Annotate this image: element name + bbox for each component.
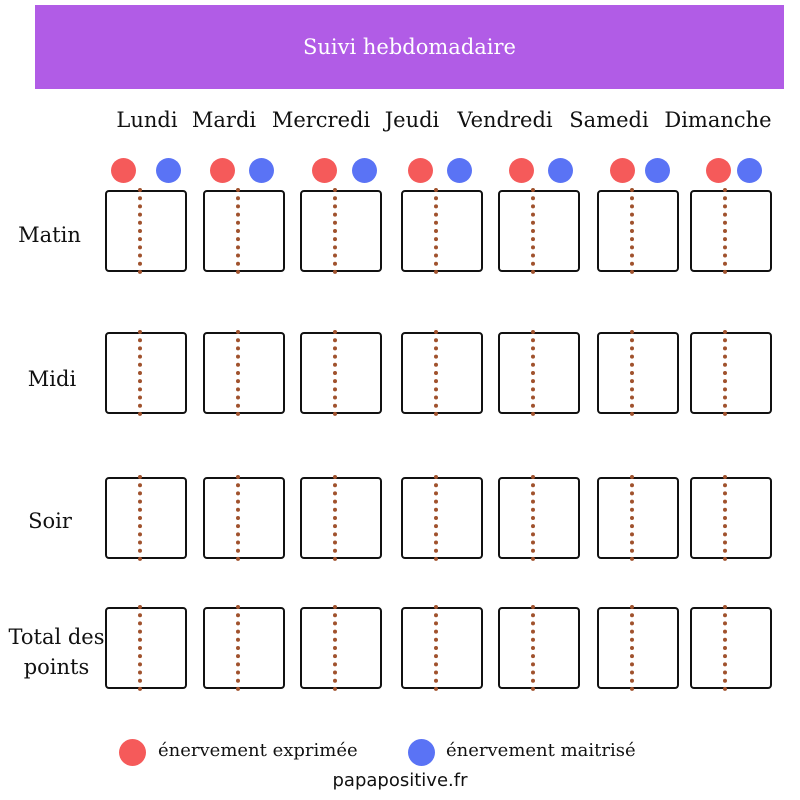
day-label-0: Lundi	[116, 108, 178, 132]
red-dot-icon	[509, 158, 534, 183]
entry-cell[interactable]	[105, 188, 187, 274]
blue-dot-icon	[447, 158, 472, 183]
entry-cell[interactable]	[401, 605, 483, 691]
entry-cell[interactable]	[105, 330, 187, 416]
entry-cell[interactable]	[203, 475, 285, 561]
red-dot-icon	[119, 739, 146, 766]
entry-cell[interactable]	[690, 188, 772, 274]
entry-cell[interactable]	[300, 475, 382, 561]
blue-dot-icon	[645, 158, 670, 183]
entry-cell[interactable]	[690, 605, 772, 691]
red-dot-icon	[312, 158, 337, 183]
legend-blue-label: énervement maitrisé	[446, 740, 636, 761]
blue-dot-icon	[737, 158, 762, 183]
entry-cell[interactable]	[498, 330, 580, 416]
entry-cell[interactable]	[300, 188, 382, 274]
red-dot-icon	[610, 158, 635, 183]
day-label-5: Samedi	[569, 108, 649, 132]
day-label-3: Jeudi	[384, 108, 440, 132]
entry-cell[interactable]	[597, 188, 679, 274]
page-title: Suivi hebdomadaire	[303, 35, 516, 59]
row-label-3: Total des points	[8, 625, 105, 679]
entry-cell[interactable]	[597, 475, 679, 561]
day-label-4: Vendredi	[457, 108, 553, 132]
entry-cell[interactable]	[203, 605, 285, 691]
entry-cell[interactable]	[105, 475, 187, 561]
day-label-6: Dimanche	[664, 108, 772, 132]
entry-cell[interactable]	[498, 188, 580, 274]
entry-cell[interactable]	[690, 330, 772, 416]
entry-cell[interactable]	[401, 188, 483, 274]
entry-cell[interactable]	[597, 605, 679, 691]
entry-cell[interactable]	[203, 330, 285, 416]
row-label-1: Midi	[27, 367, 77, 391]
site-footer[interactable]: papapositive.fr	[332, 770, 468, 791]
entry-cell[interactable]	[498, 605, 580, 691]
entry-cell[interactable]	[203, 188, 285, 274]
red-dot-icon	[408, 158, 433, 183]
blue-dot-icon	[156, 158, 181, 183]
header-banner: Suivi hebdomadaire	[35, 5, 784, 89]
day-label-2: Mercredi	[271, 108, 371, 132]
entry-cell[interactable]	[690, 475, 772, 561]
red-dot-icon	[210, 158, 235, 183]
row-label-2: Soir	[28, 509, 72, 533]
entry-cell[interactable]	[401, 330, 483, 416]
red-dot-icon	[706, 158, 731, 183]
entry-cell[interactable]	[597, 330, 679, 416]
blue-dot-icon	[249, 158, 274, 183]
entry-cell[interactable]	[300, 605, 382, 691]
legend-red-label: énervement exprimée	[158, 740, 358, 761]
entry-cell[interactable]	[498, 475, 580, 561]
entry-cell[interactable]	[300, 330, 382, 416]
blue-dot-icon	[352, 158, 377, 183]
blue-dot-icon	[408, 739, 435, 766]
day-label-1: Mardi	[191, 108, 257, 132]
red-dot-icon	[111, 158, 136, 183]
row-label-0: Matin	[18, 223, 81, 247]
entry-cell[interactable]	[105, 605, 187, 691]
entry-cell[interactable]	[401, 475, 483, 561]
blue-dot-icon	[548, 158, 573, 183]
